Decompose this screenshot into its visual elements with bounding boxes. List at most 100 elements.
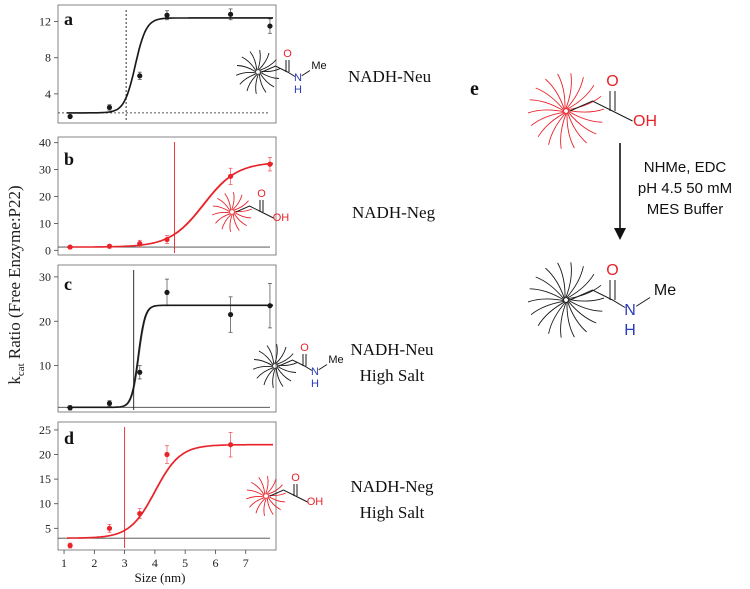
capsid-strand	[232, 194, 243, 211]
reagent-line-1: NHMe, EDC	[644, 159, 727, 176]
capsid-strand	[567, 300, 597, 324]
capsid-strand	[259, 68, 280, 72]
data-point	[67, 405, 73, 411]
capsid-strand	[263, 497, 267, 516]
capsid-strand	[566, 112, 575, 149]
panel-c-letter: c	[64, 274, 72, 294]
y-tick-label: 5	[45, 521, 51, 535]
capsid-strand	[231, 192, 235, 211]
panel-b-molecule-icon: OOH	[212, 188, 289, 232]
capsid-strand	[272, 367, 276, 388]
data-point	[137, 369, 143, 375]
fit-curve-alt	[67, 444, 273, 539]
capsid-strand	[548, 301, 567, 334]
capsid-strand	[530, 300, 565, 316]
nitrogen-label: N	[294, 72, 302, 84]
nitrogen-label: N	[624, 302, 636, 319]
capsid-strand	[253, 366, 274, 370]
x-tick-label: 6	[212, 556, 218, 570]
panel-d-molecule-icon: OOH	[246, 472, 323, 516]
acid-chain	[269, 489, 308, 503]
capsid-strand	[239, 73, 257, 85]
oxygen-label: O	[291, 472, 300, 484]
data-point	[227, 11, 234, 17]
y-tick-label: 10	[39, 216, 51, 230]
amide-chain	[261, 65, 296, 77]
capsid-strand	[257, 50, 261, 71]
data-point	[106, 104, 113, 111]
capsid-strand	[255, 73, 259, 94]
capsid-strand	[265, 476, 269, 495]
capsid-strand	[276, 362, 297, 366]
capsid-strand	[276, 366, 292, 382]
capsid-strand	[567, 95, 602, 111]
fit-curve	[67, 443, 273, 539]
capsid-strand	[236, 65, 257, 73]
y-tick-label: 10	[39, 359, 51, 373]
y-tick-label: 30	[39, 163, 51, 177]
reaction-arrow-head	[614, 228, 626, 240]
data-point	[227, 311, 234, 318]
capsid-strand	[215, 213, 231, 224]
capsid-strand	[259, 72, 275, 88]
capsid-strand	[258, 350, 274, 366]
data-point	[106, 243, 113, 249]
data-point	[267, 161, 273, 167]
panel-b-label: NADH-Neg	[352, 203, 436, 222]
oxygen-label: O	[606, 262, 618, 279]
capsid-strand	[530, 111, 565, 127]
y-tick-label: 20	[39, 314, 51, 328]
y-tick-label: 40	[39, 136, 51, 150]
capsid-strand	[255, 497, 266, 514]
oxygen-label: O	[300, 342, 309, 354]
capsid-strand	[233, 211, 252, 219]
capsid-strand	[267, 484, 283, 495]
data-point	[137, 510, 143, 517]
data-point	[137, 73, 143, 79]
panel-e: e OOH NHMe, EDC pH 4.5 50 mM MES Buffer …	[470, 73, 732, 339]
capsid-strand	[258, 73, 267, 93]
methyl-bond	[318, 364, 328, 371]
capsid-strand	[527, 109, 565, 114]
panel-a-label: NADH-Neu	[348, 67, 432, 86]
data-point	[164, 12, 170, 18]
y-tick-label: 12	[39, 15, 51, 29]
y-tick-label: 20	[39, 190, 51, 204]
panel-c-label-line2: High Salt	[360, 366, 425, 385]
capsid-strand	[246, 73, 258, 92]
capsid-strand	[567, 112, 587, 144]
capsid-strand	[529, 99, 565, 112]
hydroxyl-label: OH	[273, 212, 290, 224]
data-point	[67, 113, 73, 120]
capsid-strand	[258, 52, 270, 71]
methyl-bond	[635, 297, 651, 307]
oxygen-label: O	[283, 48, 292, 60]
panel-a-letter: a	[64, 9, 73, 29]
panel-c-frame	[57, 264, 277, 413]
capsid-strand	[246, 496, 265, 500]
capsid-strand	[266, 345, 275, 365]
capsid-strand	[567, 284, 602, 300]
capsid-strand	[249, 51, 258, 71]
reagent-line-3: MES Buffer	[647, 201, 723, 218]
capsid-strand	[275, 346, 287, 365]
hydrogen-label: H	[294, 84, 302, 96]
data-point	[106, 525, 113, 531]
capsid-strand	[217, 197, 231, 212]
panel-d-frame	[57, 421, 277, 551]
data-point	[227, 442, 234, 448]
y-tick-label: 20	[39, 448, 51, 462]
capsid-strand	[275, 367, 284, 387]
capsid-strand	[221, 213, 232, 230]
panel-d-label-line2: High Salt	[360, 503, 425, 522]
fit-curve-alt	[67, 163, 274, 248]
panel-e-letter: e	[470, 78, 479, 100]
hydrogen-label: H	[311, 378, 319, 390]
panel-a-frame	[57, 4, 277, 124]
